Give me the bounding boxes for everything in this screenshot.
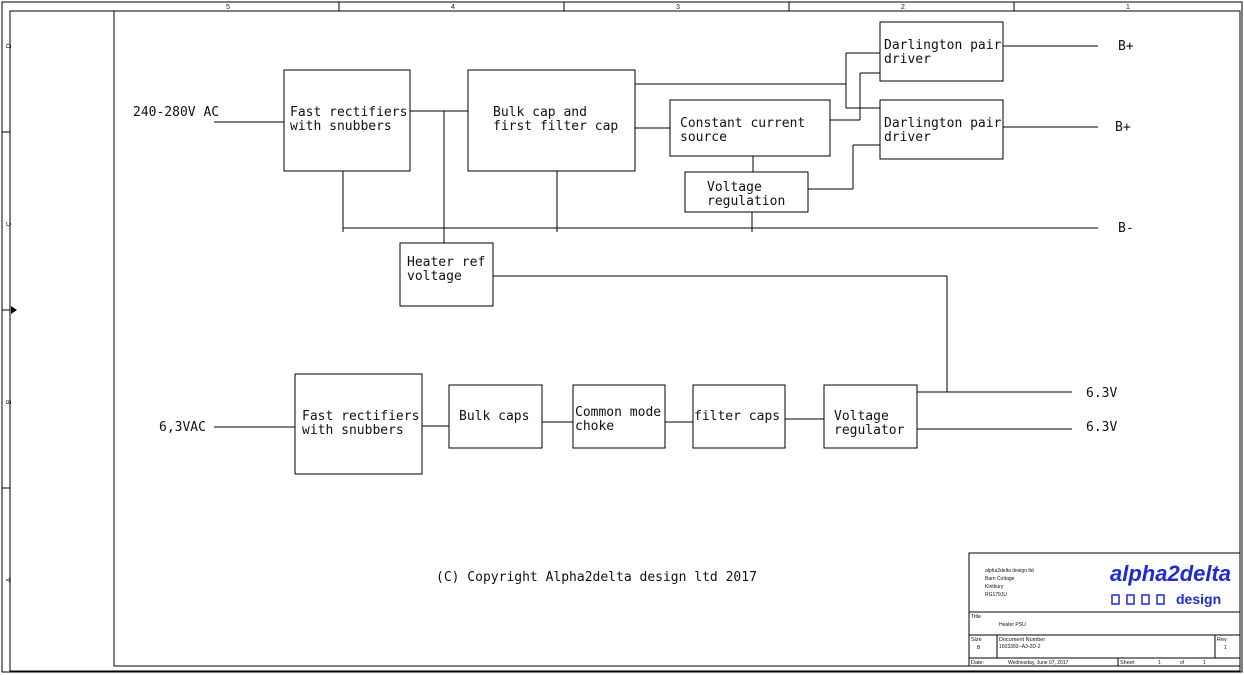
ruler-row-c: C bbox=[6, 221, 13, 226]
tb-rev-value: 1 bbox=[1224, 645, 1227, 651]
block-voltage-regulator-lv: Voltage regulator bbox=[823, 384, 918, 449]
block-fast-rectifiers-lv: Fast rectifiers with snubbers bbox=[294, 373, 423, 475]
block-label-line: driver bbox=[884, 130, 931, 145]
ruler-col-2: 2 bbox=[901, 4, 905, 11]
output-6v3-1: 6.3V bbox=[1086, 386, 1117, 401]
input-ac-high-label: 240-280V AC bbox=[133, 105, 219, 120]
tb-docnum-value: 1603393--A3-2D-2 bbox=[999, 644, 1041, 650]
block-label-line: Darlington pair bbox=[884, 116, 1002, 131]
block-label-line: Fast rectifiers bbox=[290, 105, 407, 120]
block-bulk-caps: Bulk caps bbox=[448, 384, 543, 449]
block-fast-rectifiers-hv: Fast rectifiers with snubbers bbox=[283, 69, 411, 172]
block-common-mode-choke: Common mode choke bbox=[572, 384, 666, 449]
tb-date-label: Date: bbox=[971, 660, 985, 666]
block-filter-caps: filter caps bbox=[692, 384, 786, 449]
ruler-row-a: A bbox=[6, 577, 13, 582]
block-label-line: voltage bbox=[407, 269, 462, 284]
block-label-line: Common mode bbox=[575, 405, 661, 420]
logo-glyph-icon bbox=[1111, 594, 1120, 605]
logo-sub-text: design bbox=[1176, 591, 1221, 607]
block-label-line: choke bbox=[575, 419, 614, 434]
block-bulk-cap: Bulk cap and first filter cap bbox=[467, 69, 636, 172]
block-label-line: Bulk caps bbox=[459, 409, 529, 424]
ruler-row-b: B bbox=[6, 399, 13, 404]
tb-address-1: Barn Cottage bbox=[985, 576, 1015, 582]
tb-sheets-value: 1 bbox=[1203, 660, 1206, 666]
tb-size-value: B bbox=[977, 645, 981, 651]
tb-size-label: Size bbox=[971, 637, 982, 643]
tb-sheet-label: Sheet bbox=[1120, 660, 1135, 666]
center-marker-icon bbox=[11, 306, 17, 314]
output-bplus-2: B+ bbox=[1115, 120, 1131, 135]
block-heater-ref-voltage: Heater ref voltage bbox=[399, 242, 494, 307]
tb-of-label: of bbox=[1180, 660, 1185, 666]
block-darlington-driver-1: Darlington pair driver bbox=[879, 21, 1004, 82]
block-label-line: source bbox=[680, 130, 727, 145]
company-logo: alpha2delta design bbox=[1110, 561, 1231, 607]
block-label-line: Voltage bbox=[834, 409, 889, 424]
title-block: alpha2delta design ltd Barn Cottage Kint… bbox=[968, 552, 1241, 667]
tb-address-2: Kintbury bbox=[985, 584, 1004, 590]
block-darlington-driver-2: Darlington pair driver bbox=[879, 99, 1004, 160]
block-label-line: first filter cap bbox=[493, 119, 618, 134]
logo-glyph-icon bbox=[1156, 594, 1165, 605]
logo-main-text: alpha2delta bbox=[1110, 561, 1231, 586]
tb-rev-label: Rev bbox=[1217, 637, 1227, 643]
tb-title-label: Title bbox=[971, 614, 981, 620]
output-bminus: B- bbox=[1118, 221, 1134, 236]
output-bplus-1: B+ bbox=[1118, 39, 1134, 54]
tb-title-value: Heater PSU bbox=[999, 622, 1026, 628]
copyright-notice: (C) Copyright Alpha2delta design ltd 201… bbox=[436, 570, 757, 585]
block-label-line: Fast rectifiers bbox=[302, 409, 419, 424]
tb-date-value: Wednesday, June 07, 2017 bbox=[1008, 660, 1069, 666]
tb-address-3: RG179JU bbox=[985, 592, 1007, 598]
block-label-line: regulator bbox=[834, 423, 905, 438]
ruler-col-4: 4 bbox=[451, 4, 455, 11]
block-voltage-regulation: Voltage regulation bbox=[684, 171, 809, 213]
block-label-line: filter caps bbox=[694, 409, 780, 424]
input-ac-low-label: 6,3VAC bbox=[159, 420, 206, 435]
tb-sheet-value: 1 bbox=[1158, 660, 1161, 666]
wiring bbox=[214, 45, 1098, 430]
tb-company: alpha2delta design ltd bbox=[985, 568, 1034, 574]
ruler-col-5: 5 bbox=[226, 4, 230, 11]
block-label-line: Darlington pair bbox=[884, 38, 1002, 53]
logo-glyph-icon bbox=[1126, 594, 1135, 605]
block-label-line: with snubbers bbox=[302, 423, 404, 438]
block-label-line: Bulk cap and bbox=[493, 105, 587, 120]
block-label-line: with snubbers bbox=[290, 119, 392, 134]
ruler-row-d: D bbox=[6, 43, 13, 48]
logo-glyph-icon bbox=[1141, 594, 1150, 605]
block-label-line: driver bbox=[884, 52, 931, 67]
block-label-line: Heater ref bbox=[407, 255, 485, 270]
block-label-line: regulation bbox=[707, 194, 785, 209]
tb-docnum-label: Document Number bbox=[999, 637, 1045, 643]
block-label-line: Voltage bbox=[707, 180, 762, 195]
block-constant-current-source: Constant current source bbox=[669, 99, 831, 157]
block-label-line: Constant current bbox=[680, 116, 805, 131]
ruler-col-3: 3 bbox=[676, 4, 680, 11]
ruler-col-1: 1 bbox=[1126, 4, 1130, 11]
output-6v3-2: 6.3V bbox=[1086, 420, 1117, 435]
